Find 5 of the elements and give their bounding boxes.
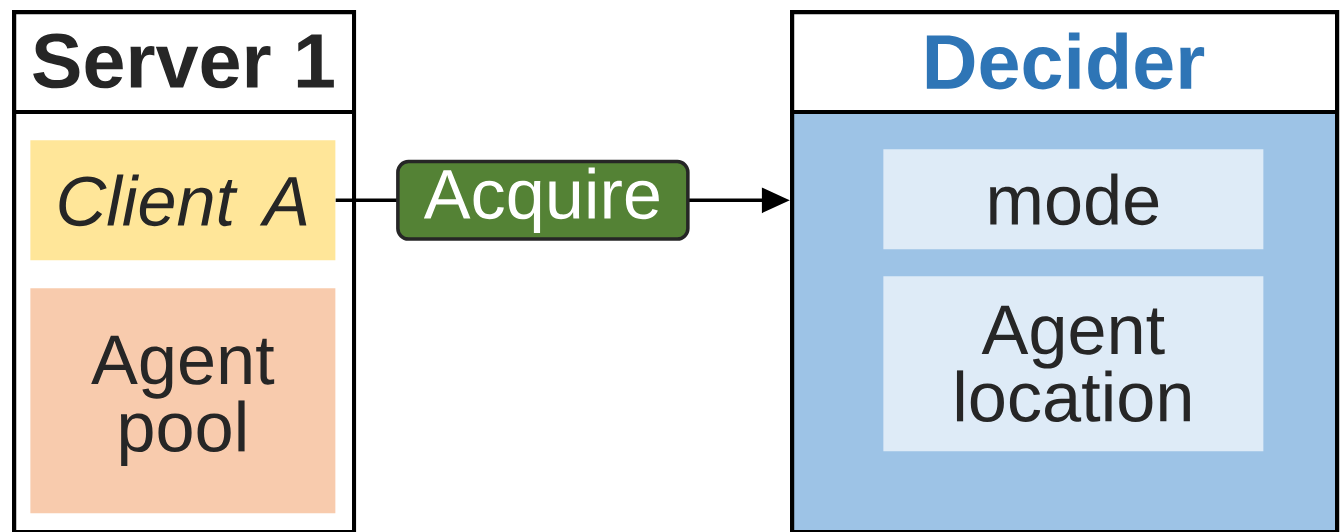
field-box: Agent location bbox=[883, 276, 1264, 452]
edge-label: Acquire bbox=[396, 159, 690, 241]
field-box: mode bbox=[883, 149, 1264, 250]
client-box: Client A bbox=[30, 140, 336, 261]
pool-box: Agent pool bbox=[30, 288, 336, 514]
